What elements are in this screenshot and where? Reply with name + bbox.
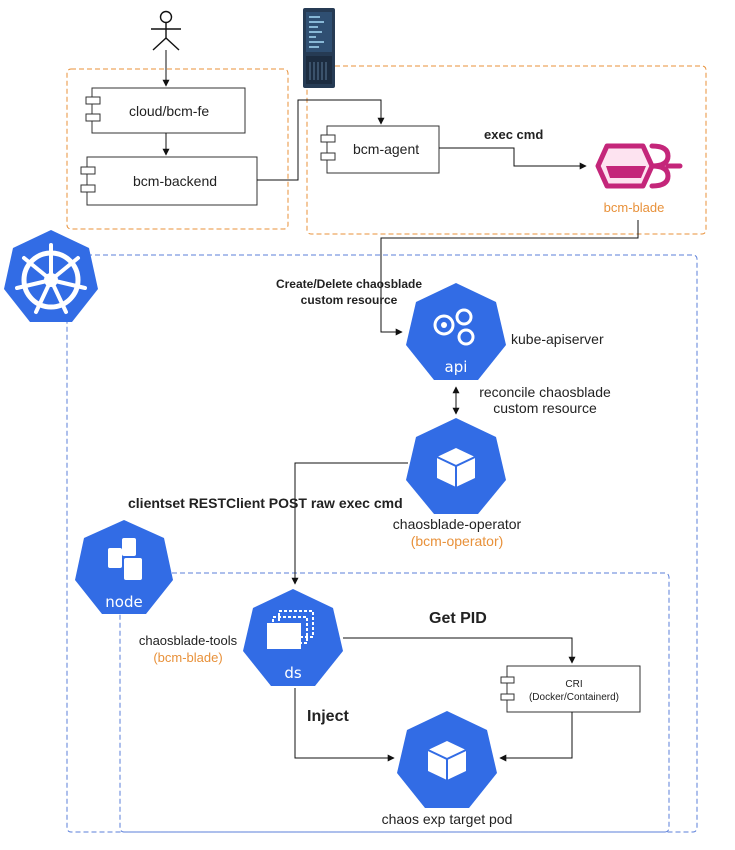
component-bcm-backend: bcm-backend [80, 156, 258, 206]
frontend-group-box [66, 68, 289, 230]
kube-apiserver-label: kube-apiserver [511, 331, 604, 347]
cluster-group-box [66, 254, 698, 833]
bcm-operator-label: (bcm-operator) [411, 533, 504, 549]
custom-resource-label: custom resource [301, 293, 398, 307]
component-bcm-fe: cloud/bcm-fe [85, 87, 246, 134]
kube-apiserver-icon: api [406, 283, 506, 380]
cri-label: CRI [565, 679, 582, 690]
reconcile-label: reconcile chaosblade [479, 384, 611, 400]
chaosblade-logo-icon [595, 143, 683, 189]
edge-agent-to-blade [439, 147, 587, 170]
bcm-agent-label: bcm-agent [353, 141, 419, 157]
edge-operator-to-tools [291, 462, 408, 585]
node-group-box [119, 572, 670, 833]
bcm-fe-label: cloud/bcm-fe [129, 103, 209, 119]
inject-label: Inject [307, 708, 349, 725]
edge-blade-to-apiserver [380, 220, 639, 336]
edge-tools-to-cri [343, 637, 576, 664]
node-icon-text: node [105, 593, 142, 611]
bcm-blade-label: bcm-blade [604, 200, 665, 215]
ds-icon-text: ds [284, 664, 302, 682]
kubernetes-logo-icon [4, 230, 98, 322]
person-icon [151, 10, 181, 51]
agent-group-box [306, 65, 707, 235]
api-icon-text: api [445, 358, 468, 376]
target-pod-label: chaos exp target pod [382, 811, 513, 827]
tools-bcm-blade-label: (bcm-blade) [153, 650, 222, 665]
bcm-backend-label: bcm-backend [133, 173, 217, 189]
edge-tools-to-pod [294, 688, 395, 762]
reconcile-custom-resource-label: custom resource [493, 400, 597, 416]
server-rack-icon [303, 8, 335, 88]
get-pid-label: Get PID [429, 610, 487, 627]
component-cri: CRI (Docker/Containerd) [500, 665, 641, 713]
component-bcm-agent: bcm-agent [320, 125, 440, 174]
edge-cri-to-pod [499, 712, 573, 762]
chaosblade-tools-icon: ds [243, 589, 343, 686]
exec-cmd-label: exec cmd [484, 127, 543, 142]
chaosblade-tools-label: chaosblade-tools [139, 633, 238, 648]
connectors [162, 50, 639, 762]
chaosblade-operator-label: chaosblade-operator [393, 516, 522, 532]
cri-runtime-label: (Docker/Containerd) [529, 692, 619, 703]
kubernetes-node-icon: node [75, 520, 173, 614]
clientset-label: clientset RESTClient POST raw exec cmd [128, 495, 403, 511]
create-delete-label: Create/Delete chaosblade [276, 277, 422, 291]
target-pod-icon [397, 711, 497, 808]
chaosblade-operator-icon [406, 418, 506, 514]
edge-backend-to-agent [257, 99, 385, 181]
